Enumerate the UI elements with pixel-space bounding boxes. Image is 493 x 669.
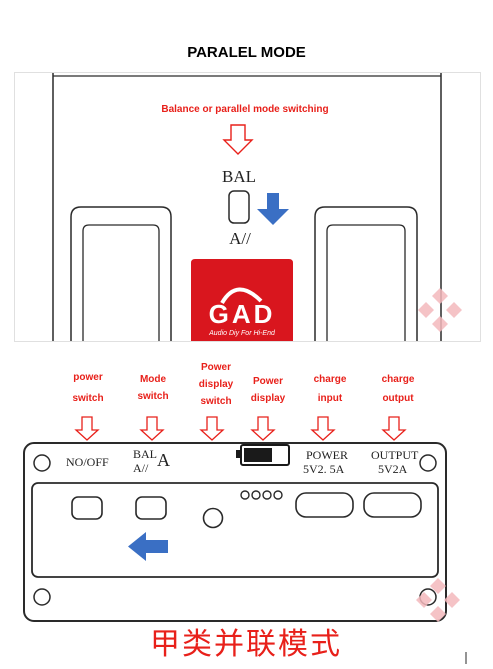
power-spec-label: 5V2. 5A [303,462,345,476]
logo-box [191,259,293,341]
power-display-switch-label: Power display switch [198,362,234,407]
logo-tagline: Audio Diy For Hi-End [209,330,275,337]
corner-screw [33,454,437,606]
down-arrow-outline-icon [139,416,165,441]
mode-switch-label: Mode switch [137,374,169,402]
charge-input-label: charge input [313,374,347,404]
output-spec-label: 5V2A [378,462,408,476]
charge-output-port[interactable] [363,492,422,518]
battery-icon [236,444,290,466]
bottom-panel-drawing [23,416,447,622]
down-arrow-outline-icon [222,124,254,155]
power-label: POWER [306,448,348,462]
page-title: PARALEL MODE [187,44,306,61]
bal-label: BAL [133,447,157,461]
power-display-label: Power display [250,376,286,404]
blue-left-arrow-icon [128,532,168,561]
down-arrow-outline-icon [381,416,407,441]
mode-switch-annotation: Balance or parallel mode switching [161,104,329,115]
a-parallel-label: A// [133,461,149,475]
top-panel: Balance or parallel mode switching BAL A… [14,72,481,342]
no-off-label: NO/OFF [66,455,109,469]
mode-switch[interactable] [135,496,167,520]
charge-input-port[interactable] [295,492,354,518]
down-arrow-outline-icon [250,416,276,441]
power-switch[interactable] [71,496,103,520]
logo-text: GAD [208,299,276,329]
power-indicator-leds [240,490,283,500]
down-arrow-outline-icon [74,416,100,441]
a-label: A [157,450,170,470]
output-label: OUTPUT [371,448,419,462]
mode-caption: 甲类并联模式 [150,627,342,662]
down-arrow-outline-icon [199,416,225,441]
top-panel-drawing [52,73,442,341]
power-switch-label: power switch [72,372,104,404]
left-slot [70,206,172,341]
bottom-panel: power switch Mode switch Power display s… [16,341,481,665]
bal-mode-switch[interactable] [228,190,250,224]
charge-output-label: charge output [381,374,415,404]
right-slot [314,206,418,341]
power-display-button[interactable] [202,507,224,529]
bal-label: BAL [222,167,256,186]
device-body [23,442,447,622]
a-parallel-label: A// [229,229,251,248]
blue-down-arrow-icon [257,193,289,225]
down-arrow-outline-icon [310,416,336,441]
